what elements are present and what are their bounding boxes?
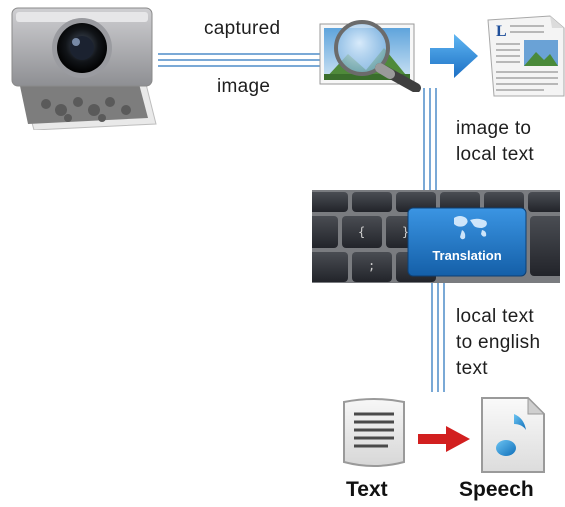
label-local-to-english-line2: to english <box>456 332 541 353</box>
translation-key-label: Translation <box>432 248 502 263</box>
audio-file-icon <box>481 396 546 473</box>
label-image: image <box>217 76 271 97</box>
label-image-to-local-line1: image to <box>456 118 532 139</box>
svg-text:{: { <box>358 225 365 239</box>
text-file-icon <box>343 398 405 467</box>
svg-text:L: L <box>496 23 507 40</box>
arrow-right-icon <box>430 34 478 78</box>
connector-search-to-keyboard <box>423 88 437 190</box>
arrow-right-red-icon <box>418 426 470 452</box>
connector-keyboard-to-speech <box>431 283 445 392</box>
label-local-to-english-line3: text <box>456 358 488 379</box>
document-icon: L <box>487 15 565 97</box>
svg-text:}: } <box>402 225 409 239</box>
svg-text:;: ; <box>368 259 375 273</box>
label-image-to-local-line2: local text <box>456 144 534 165</box>
label-captured: captured <box>204 18 281 39</box>
label-speech: Speech <box>459 478 534 501</box>
keyboard-icon: { } ; <box>312 190 560 283</box>
camera-icon <box>11 7 157 130</box>
magnifier-icon <box>319 20 421 92</box>
connector-camera-to-search <box>158 53 322 67</box>
label-text: Text <box>346 478 388 501</box>
label-local-to-english-line1: local text <box>456 306 534 327</box>
